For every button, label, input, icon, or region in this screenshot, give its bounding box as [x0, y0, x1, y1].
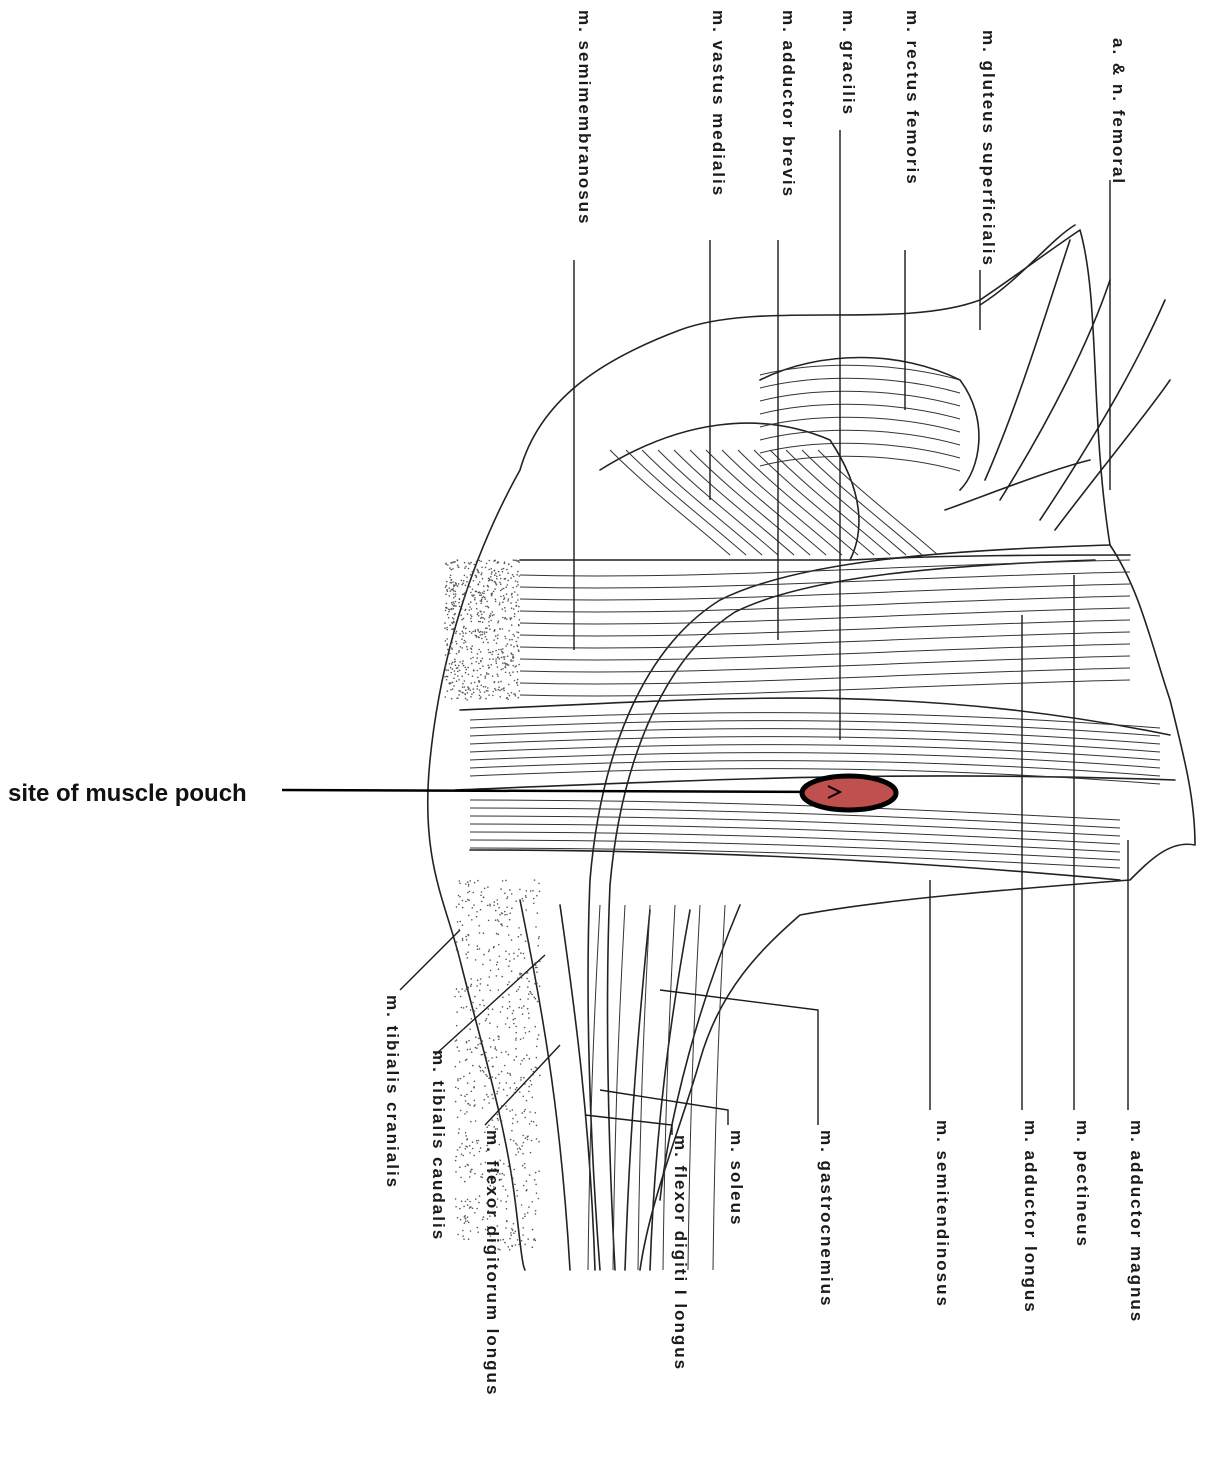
label-adductor-brevis: m. adductor brevis: [778, 10, 798, 198]
label-flexor-digitorum-longus: m. flexor digitorum longus: [482, 1130, 502, 1396]
muscle-pouch-label: site of muscle pouch: [8, 780, 247, 808]
label-adductor-magnus: m. adductor magnus: [1126, 1120, 1146, 1323]
label-adductor-longus: m. adductor longus: [1020, 1120, 1040, 1314]
label-femoral: a. & n. femoral: [1108, 38, 1128, 185]
label-rectus-femoris: m. rectus femoris: [902, 10, 922, 186]
label-gastrocnemius: m. gastrocnemius: [816, 1130, 836, 1308]
label-gracilis: m. gracilis: [838, 10, 858, 116]
label-vastus-medialis: m. vastus medialis: [708, 10, 728, 197]
label-flexor-digiti-longus: m. flexor digiti I longus: [670, 1135, 690, 1371]
label-soleus: m. soleus: [726, 1130, 746, 1226]
label-semimembranosus: m. semimembranosus: [574, 10, 594, 226]
label-tibialis-caudalis: m. tibialis caudalis: [428, 1050, 448, 1241]
label-pectineus: m. pectineus: [1072, 1120, 1092, 1248]
limb-outline-distal: [640, 545, 1195, 1270]
muscle-pouch-marker: [802, 776, 896, 810]
pouch-pointer-line: [282, 790, 840, 792]
label-gluteus-superficialis: m. gluteus superficialis: [978, 30, 998, 267]
label-tibialis-cranialis: m. tibialis cranialis: [382, 995, 402, 1189]
label-semitendinosus: m. semitendinosus: [932, 1120, 952, 1308]
